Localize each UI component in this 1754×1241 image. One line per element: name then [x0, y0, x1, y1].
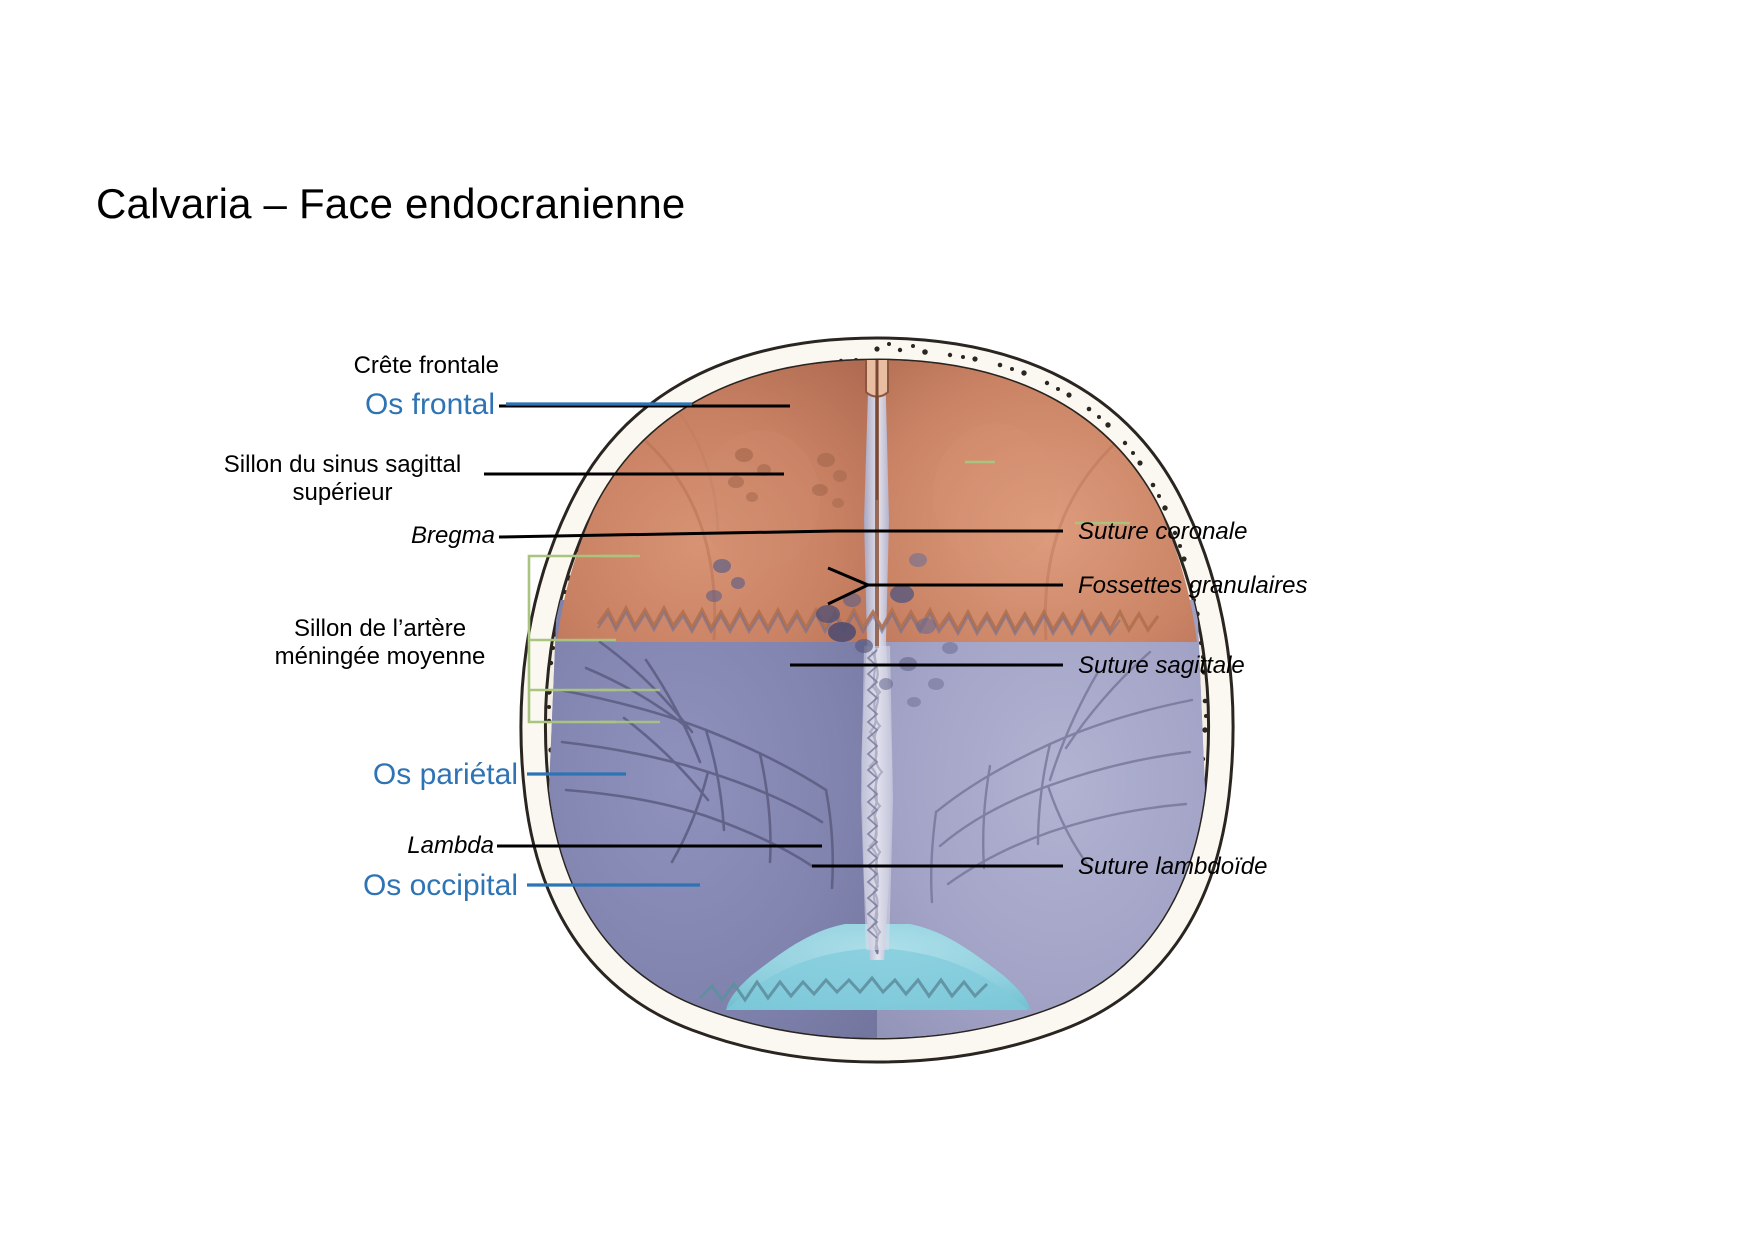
suture-lambdoide-feature [698, 975, 989, 1003]
leader-lines-left-blue [506, 402, 700, 887]
label-os-parietal: Os pariétal [372, 758, 518, 791]
leader-bregma [498, 529, 837, 539]
leader-lines-left-black [484, 404, 837, 848]
label-sillon-artere-line1: Sillon de l’artère [293, 615, 467, 642]
suture-coronale-feature [596, 604, 1160, 637]
suture-sagittale-teeth [866, 649, 879, 939]
label-bregma: Bregma [410, 522, 495, 549]
accent-lines-green [965, 460, 1130, 525]
crete-frontale-feature [865, 360, 889, 398]
sillon-artere-meningee-right [930, 650, 1194, 904]
endocranial-surface [549, 360, 1205, 1038]
label-crete-frontale: Crête frontale [353, 352, 499, 379]
sillon-artere-meningee-left [558, 640, 835, 890]
label-suture-coronale: Suture coronale [1078, 518, 1248, 545]
label-os-occipital: Os occipital [362, 869, 518, 902]
bracket-sillon-artere [527, 554, 660, 724]
label-sillon-sinus-sagittal-line2: supérieur [292, 479, 393, 506]
fossettes-granulaires-feature [706, 448, 958, 707]
label-fossettes-granulaires: Fossettes granulaires [1078, 572, 1308, 599]
page-title: Calvaria – Face endocranienne [96, 180, 686, 227]
label-suture-sagittale: Suture sagittale [1078, 652, 1245, 679]
leader-lines-right [790, 529, 1063, 868]
label-suture-lambdoide: Suture lambdoïde [1078, 853, 1268, 880]
label-os-frontal: Os frontal [364, 388, 495, 421]
sagittal-ridge [861, 646, 893, 950]
label-sillon-artere-line2: méningée moyenne [274, 643, 486, 670]
label-lambda: Lambda [407, 832, 494, 859]
label-sillon-sinus-sagittal-line1: Sillon du sinus sagittal [223, 451, 462, 478]
